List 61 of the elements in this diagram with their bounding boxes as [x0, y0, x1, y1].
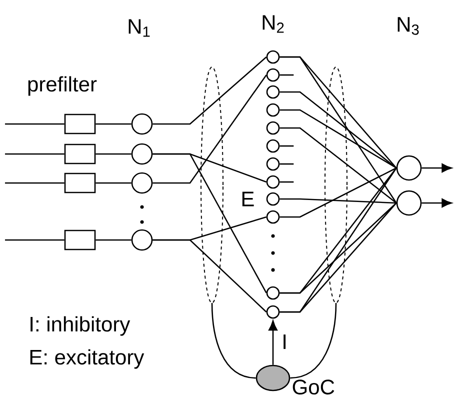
edge-label: I: [280, 334, 288, 350]
arrow: [422, 164, 452, 172]
text-label: prefilter: [28, 76, 97, 96]
connection-line: [280, 181, 294, 183]
connection-line: [280, 167, 397, 218]
connection-line: [280, 202, 397, 294]
connection-line: [280, 91, 397, 168]
neuron-circle: [131, 172, 153, 194]
text-label: I: inhibitory: [30, 316, 130, 336]
neuron-circle: [131, 143, 153, 165]
connection-line: [96, 123, 132, 125]
arrow: [422, 198, 452, 208]
connection-line: [280, 145, 294, 147]
neuron-circle: [266, 121, 280, 135]
prefilter-box: [64, 144, 96, 164]
connection-line: [152, 74, 267, 184]
connection-line: [5, 123, 64, 125]
connection-line: [280, 109, 397, 169]
neuron-circle: [266, 286, 280, 300]
neuron-circle: [266, 192, 280, 206]
neuron-circle: [266, 305, 280, 319]
connection-line: [290, 302, 337, 379]
connection-line: [280, 202, 397, 313]
neuron-circle: [266, 175, 280, 189]
connection-line: [96, 239, 132, 241]
connection-line: [280, 56, 397, 204]
connection-line: [280, 74, 294, 76]
arrow: [268, 320, 278, 365]
neuron-circle: [266, 103, 280, 117]
neuron-circle: [266, 157, 280, 171]
text-label: E: excitatory: [30, 349, 144, 369]
connection-line: [152, 153, 267, 294]
prefilter-box: [64, 114, 96, 134]
layer-label: N$_{3}$: [398, 17, 419, 35]
node-label: GoC: [292, 380, 334, 394]
connection-line: [211, 302, 256, 379]
neuron-circle: [396, 190, 422, 216]
neuron-circle: [266, 50, 280, 64]
connection-line: [5, 153, 64, 155]
connection-line: [280, 163, 294, 165]
neuron-circle: [396, 155, 422, 181]
layer-label: N$_{1}$: [128, 19, 150, 37]
connection-line: [152, 239, 267, 312]
connection-line: [5, 182, 64, 184]
neuron-circle: [266, 68, 280, 82]
neuron-circle: [131, 113, 153, 135]
neuron-circle: [266, 85, 280, 99]
connection-line: [280, 127, 397, 204]
connection-line: [280, 198, 396, 204]
connection-line: [152, 56, 267, 125]
node-label: E: [242, 192, 254, 206]
connection-line: [96, 153, 132, 155]
connection-line: [96, 182, 132, 184]
prefilter-box: [64, 230, 96, 250]
neuron-circle: [131, 229, 153, 251]
shaded-ellipse: [256, 364, 290, 392]
prefilter-box: [64, 172, 96, 194]
connection-line: [5, 239, 64, 241]
neuron-circle: [266, 210, 280, 224]
layer-label: N$_{2}$: [262, 15, 284, 33]
neuron-circle: [266, 139, 280, 153]
